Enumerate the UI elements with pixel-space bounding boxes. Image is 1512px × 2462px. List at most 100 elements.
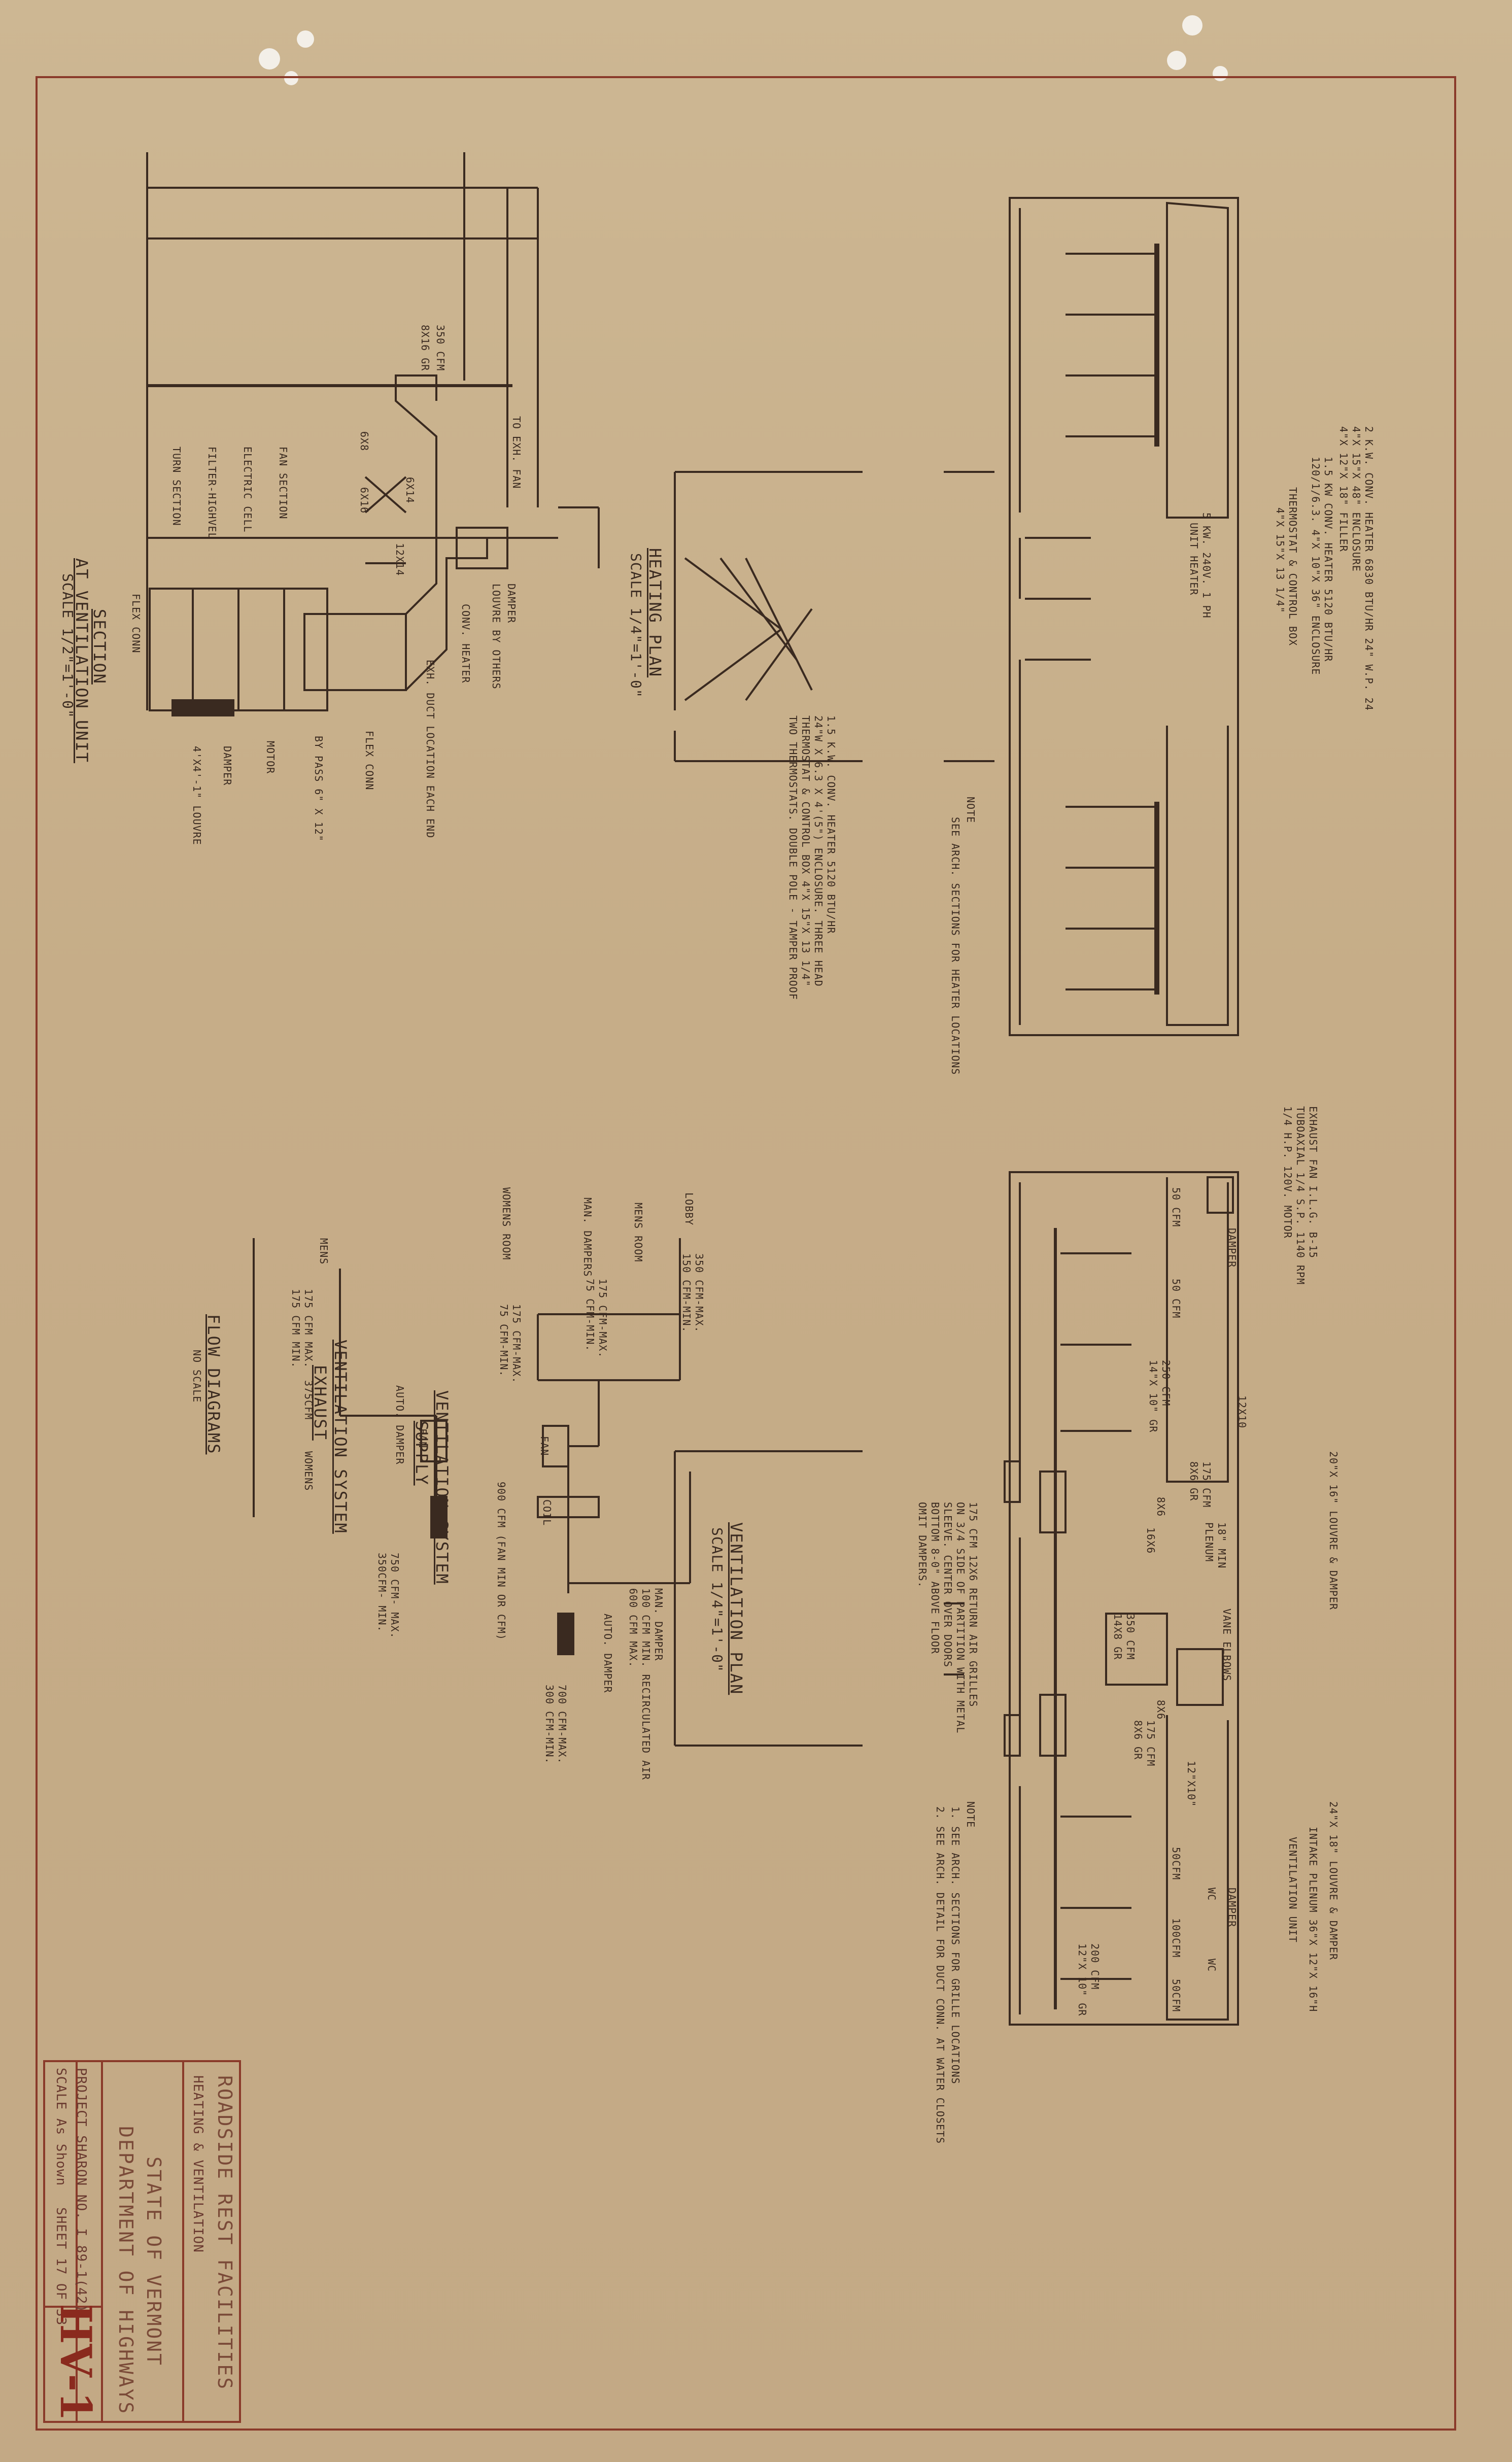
heating-callout: 120/1/6.3. 4"X 10"X 36" ENCLOSURE	[1310, 457, 1322, 675]
vent-label: 16X6	[1145, 1527, 1157, 1554]
supply-label: 175 CFM-MAX.	[597, 1279, 609, 1358]
supply-label: 150 CFM-MIN.	[680, 1253, 693, 1333]
vent-label: DAMPER	[1226, 1228, 1238, 1268]
tb-department: DEPARTMENT OF HIGHWAYS	[115, 2126, 137, 2415]
supply-label: 300 CFM-MIN.	[543, 1685, 556, 1764]
vent-label: 175 CFM	[1200, 1461, 1213, 1508]
section-label: 8X16 GR	[419, 325, 431, 371]
exhaust-label: 175 CFM MIN.	[290, 1289, 302, 1369]
section-label: 6X14	[404, 477, 416, 504]
returns-note: ON 3/4 SIDE OF PARTITION WITH METAL	[954, 1502, 967, 1734]
punch-hole	[259, 48, 280, 70]
heating-note: 1.5 K.W. CONV. HEATER 5120 BTU/HR	[825, 715, 837, 934]
vent-label: WC	[1206, 1959, 1218, 1972]
section-label: MOTOR	[264, 741, 277, 774]
supply-label: 75 CFM-MIN.	[498, 1304, 510, 1377]
punch-hole	[1167, 51, 1186, 70]
section-label: FAN SECTION	[277, 447, 289, 520]
exhaust-fan-spec: 1/4 H.P. 120V. MOTOR	[1282, 1106, 1294, 1239]
heating-callout: 4"X 12"X 18" FILLER	[1337, 426, 1350, 552]
vent-callout: VENTILATION UNIT	[1287, 1837, 1299, 1943]
punch-hole	[284, 71, 298, 85]
returns-note: BOTTOM 8-0" ABOVE FLOOR	[929, 1502, 941, 1654]
tb-state: STATE OF VERMONT	[143, 2157, 165, 2367]
section-label: FILTER-HIGHVEL	[206, 447, 218, 539]
heating-note: THERMOSTAT & CONTROL BOX 4"X 15"X 13 1/4…	[800, 715, 812, 987]
flow-diagrams-title: FLOW DIAGRAMS	[204, 1314, 223, 1455]
vent-note: 1. SEE ARCH. SECTIONS FOR GRILLE LOCATIO…	[949, 1806, 961, 2084]
vent-callout: INTAKE PLENUM 36"X 12"X 16"H	[1307, 1827, 1319, 2012]
supply-label: 100 CFM MIN. RECIRCULATED AIR	[640, 1588, 652, 1781]
supply-label: 350 CFM-MAX.	[693, 1253, 705, 1333]
punch-hole	[1182, 15, 1202, 36]
exhaust-label: 375CFM	[302, 1380, 315, 1420]
section-label: DAMPER	[505, 584, 518, 624]
section-label: BY PASS 6" X 12"	[313, 736, 325, 842]
vent-label: 8X6 GR	[1188, 1461, 1200, 1501]
heating-note-text: SEE ARCH. SECTIONS FOR HEATER LOCATIONS	[949, 817, 961, 1075]
returns-note: OMIT DAMPERS.	[916, 1502, 929, 1588]
exhaust-label: MENS	[318, 1238, 330, 1265]
section-label: LOUVRE BY OTHERS	[490, 584, 502, 690]
vent-label: 50CFM	[1170, 1979, 1182, 2012]
exhaust-label: 350CFM- MIN.	[376, 1553, 388, 1632]
heating-callout: UNIT HEATER	[1188, 523, 1200, 596]
ventilation-plan-drawing	[674, 1171, 1239, 2026]
vent-note: 2. SEE ARCH. DETAIL FOR DUCT CONN. AT WA…	[934, 1806, 946, 2144]
section-label: 6X8	[358, 431, 370, 452]
exhaust-label: 750 CFM- MAX.	[389, 1553, 401, 1639]
heating-callout: 2 K.W. CONV. HEATER 6830 BTU/HR 24" W.P.…	[1363, 426, 1375, 711]
supply-label: WOMENS ROOM	[500, 1187, 512, 1260]
heating-note-label: NOTE	[965, 797, 977, 824]
section-label: FLEX CONN	[363, 731, 375, 791]
vent-label: 8X6	[1155, 1700, 1167, 1720]
supply-label: AUTO. DAMPER	[602, 1614, 614, 1693]
vent-label: VANE ELBOWS	[1221, 1609, 1233, 1682]
section-label: CONV. HEATER	[460, 604, 472, 683]
heating-plan-drawing	[674, 197, 1239, 1036]
exhaust-fan-spec: TUBOAXIAL 1/4 S.P. 1140 RPM	[1294, 1106, 1307, 1285]
supply-label: LOBBY	[683, 1192, 695, 1226]
supply-label: 75 CFM-MIN.	[584, 1279, 596, 1352]
supply-label: MAN. DAMPERS	[581, 1198, 594, 1277]
vent-label: DAMPER	[1226, 1888, 1238, 1928]
exhaust-label: 175 CFM MAX.	[302, 1289, 315, 1369]
vent-note-label: NOTE	[965, 1801, 977, 1828]
section-label: DAMPER	[221, 746, 233, 786]
supply-label: COIL	[541, 1499, 553, 1526]
vent-label: WC	[1206, 1888, 1218, 1901]
exhaust-fan-spec: EXHAUST FAN I.L.G. B-15	[1307, 1106, 1319, 1258]
exhaust-label: FAN	[417, 1428, 429, 1449]
heating-plan-title: HEATING PLAN	[645, 548, 665, 678]
vent-label: 50 CFM	[1170, 1187, 1182, 1227]
vent-label: 50 CFM	[1170, 1279, 1182, 1319]
vent-label: 8X6	[1155, 1497, 1167, 1517]
vent-label: 12"X10"	[1185, 1761, 1197, 1807]
section-label: 6X16	[358, 487, 370, 514]
exhaust-title: VENTILATION SYSTEM	[331, 1340, 350, 1534]
tb-subject: HEATING & VENTILATION	[190, 2075, 205, 2253]
section-label: TURN SECTION	[170, 447, 183, 526]
heating-callout: 1.5 KW CONV. HEATER 5120 BTU/HR	[1322, 457, 1334, 662]
supply-label: MENS ROOM	[632, 1203, 644, 1262]
vent-label: 50CFM	[1170, 1847, 1182, 1880]
supply-label: 900 CFM (FAN MIN OR CFM)	[495, 1482, 507, 1640]
tb-scale: SCALE As Shown	[53, 2068, 68, 2186]
section-label: 4'X4'-1" LOUVRE	[191, 746, 203, 845]
vent-label: PLENUM	[1203, 1522, 1215, 1562]
heating-callout: THERMOSTAT & CONTROL BOX	[1287, 487, 1299, 646]
vent-label: 12X10	[1236, 1395, 1248, 1429]
supply-flow-drawing	[537, 1238, 691, 1655]
heating-callout: 4"X 15"X 13 1/4"	[1274, 507, 1286, 613]
heating-plan-scale: SCALE 1/4"=1'-0"	[628, 553, 644, 698]
vent-label: 14"X 10" GR	[1147, 1360, 1159, 1433]
supply-label: MAN. DAMPER	[652, 1588, 665, 1661]
supply-label: 175 CFM-MAX.	[510, 1304, 523, 1384]
heating-callout: 5 KW. 240V. 1 PH	[1200, 512, 1213, 619]
supply-title: VENTILATION SYSTEM	[432, 1390, 452, 1585]
section-label: 12X14	[394, 543, 406, 576]
vent-label: 200 CFM	[1089, 1943, 1101, 1990]
exhaust-label: AUTO. DAMPER	[394, 1385, 406, 1465]
